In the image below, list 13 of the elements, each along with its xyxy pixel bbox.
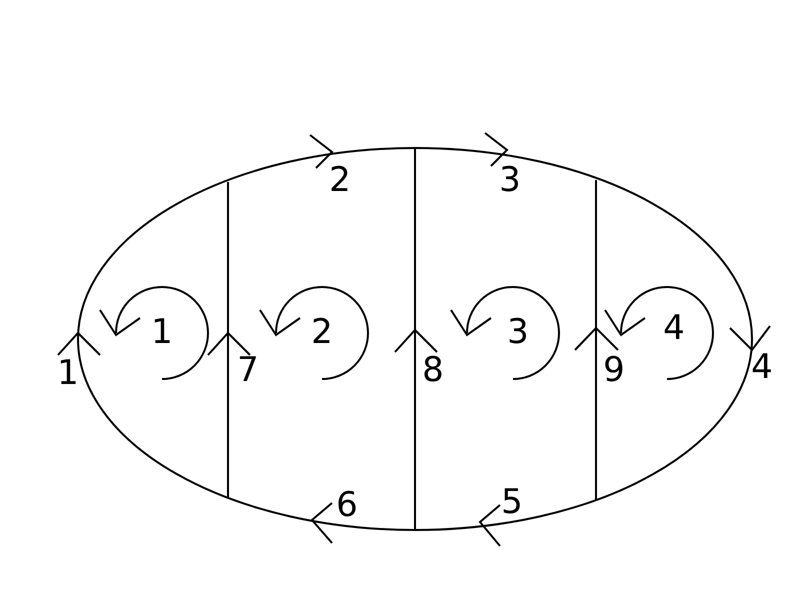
loop-number: 1 [151,315,173,349]
loop-number: 2 [311,315,333,349]
branch-number: 6 [336,488,358,522]
loop-number: 3 [507,315,529,349]
branch-number: 1 [57,356,79,390]
branch-number: 9 [603,353,625,387]
branch-number: 2 [329,163,351,197]
loop-number: 4 [663,311,685,345]
branch-number: 7 [237,353,259,387]
branch-number: 5 [501,485,523,519]
branch-number: 3 [499,163,521,197]
branch-number: 4 [751,350,773,384]
branch-number: 8 [422,353,444,387]
